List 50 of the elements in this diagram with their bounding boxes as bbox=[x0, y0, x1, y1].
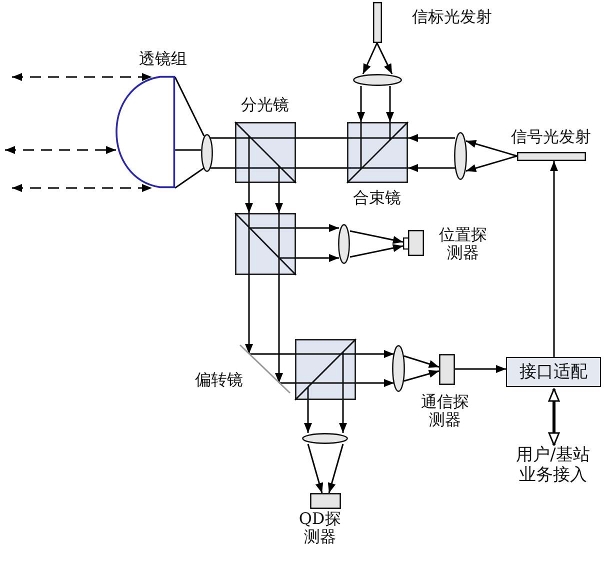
beam-line bbox=[296, 137, 347, 139]
dashed-arrow bbox=[12, 184, 152, 192]
component-label: QD探测器 bbox=[298, 510, 342, 547]
arrow bbox=[296, 254, 339, 262]
beam-line bbox=[175, 149, 201, 151]
component-label: 透镜组 bbox=[138, 50, 188, 68]
access-label: 用户/基站业务接入 bbox=[515, 446, 591, 486]
arrow bbox=[455, 365, 506, 373]
arrow bbox=[275, 275, 283, 383]
beam-line bbox=[174, 76, 205, 136]
arrow bbox=[350, 244, 404, 258]
arrow bbox=[550, 161, 558, 357]
arrow bbox=[404, 370, 440, 382]
beam-line bbox=[296, 167, 347, 169]
component-label: 信标光发射 bbox=[411, 8, 493, 26]
arrow bbox=[466, 140, 518, 157]
arrow bbox=[350, 230, 404, 244]
arrow bbox=[356, 379, 394, 387]
component-label: 信号光发射 bbox=[510, 128, 592, 146]
arrow bbox=[307, 444, 324, 494]
component-label: 偏转镜 bbox=[194, 371, 244, 390]
beam-line bbox=[210, 137, 235, 139]
interface-box: 接口适配 bbox=[506, 357, 601, 387]
dashed-arrow bbox=[12, 73, 152, 81]
arrow bbox=[296, 224, 339, 232]
arrow bbox=[548, 388, 560, 446]
arrow bbox=[339, 400, 347, 433]
component-label: 分光镜 bbox=[240, 96, 290, 114]
component-label: 合束镜 bbox=[352, 189, 402, 208]
beam-line bbox=[249, 353, 295, 355]
arrow bbox=[376, 42, 393, 74]
arrow bbox=[357, 86, 365, 122]
arrow bbox=[362, 42, 378, 74]
arrow bbox=[408, 134, 455, 142]
component-label: 位置探测器 bbox=[438, 226, 488, 263]
beam-line bbox=[174, 167, 204, 189]
arrow bbox=[466, 155, 518, 172]
arrow bbox=[275, 183, 283, 213]
arrow bbox=[245, 275, 253, 354]
beam-line bbox=[210, 167, 235, 169]
arrow bbox=[356, 350, 394, 358]
arrow bbox=[408, 164, 455, 172]
arrow bbox=[245, 183, 253, 213]
beam-line bbox=[279, 382, 295, 384]
dashed-arrow bbox=[5, 146, 116, 154]
arrow bbox=[404, 355, 440, 368]
component-label: 通信探测器 bbox=[420, 393, 470, 430]
arrow bbox=[304, 400, 312, 433]
arrow bbox=[386, 86, 394, 122]
arrow bbox=[328, 444, 344, 494]
